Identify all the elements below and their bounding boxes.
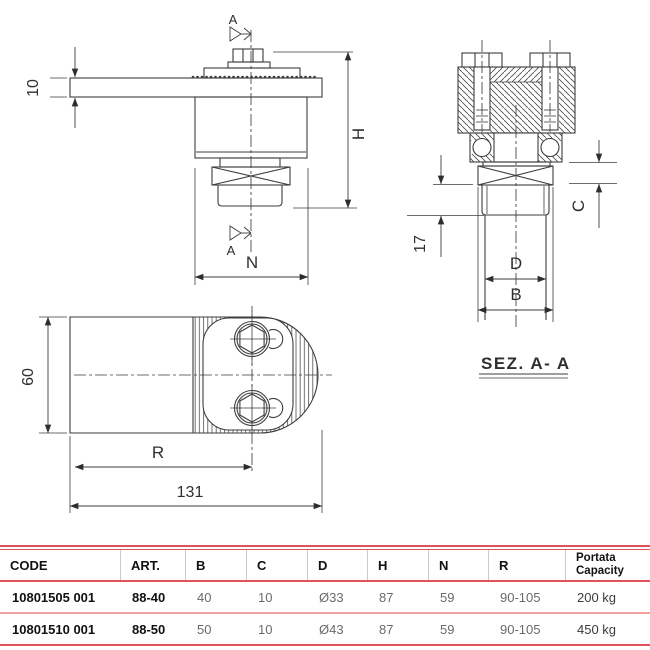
header-b: B (185, 550, 246, 580)
table-rule-bottom (0, 644, 650, 646)
dim-radius-label: R (152, 443, 164, 462)
hex-nut (232, 48, 264, 63)
dim-d: D (484, 254, 547, 283)
dim-height-label: H (349, 128, 368, 140)
neck (219, 157, 281, 168)
dim-width: N (194, 168, 309, 285)
dim-d-label: D (510, 254, 522, 273)
header-code: CODE (10, 557, 48, 573)
cell-b: 50 (197, 621, 212, 637)
dim-total-length-label: 131 (177, 484, 204, 501)
bearing-ball (540, 137, 560, 158)
cell-r: 90-105 (500, 589, 541, 605)
table-rule-header (0, 580, 650, 582)
pin-shaft (484, 215, 547, 320)
bolt-top-view-lower (230, 384, 284, 434)
collar (482, 161, 551, 167)
section-title-label: SEZ. A- A (481, 354, 571, 373)
cell-h: 87 (379, 621, 394, 637)
cell-n: 59 (440, 589, 455, 605)
section-view: 17 C D B SEZ. A- A (407, 40, 617, 379)
section-arrow-top (229, 26, 252, 42)
dim-width-label: N (246, 253, 258, 272)
pivot-pin (217, 185, 283, 207)
cell-code: 10801510 001 (12, 621, 96, 637)
bolt-top-view-upper (230, 315, 284, 365)
dim-radius: R (74, 443, 253, 471)
section-label-bottom: A (227, 243, 236, 258)
washer (227, 61, 271, 69)
bolt-pocket (202, 317, 294, 431)
dim-plate-height-label: 60 (20, 368, 37, 386)
dim-thickness: 10 (25, 47, 79, 128)
top-view: 60 R 131 (20, 306, 332, 513)
dim-c: C (569, 140, 617, 228)
table-rule-row (0, 612, 650, 614)
pivot-body (194, 96, 308, 159)
cell-code: 10801505 001 (12, 589, 96, 605)
cell-h: 87 (379, 589, 394, 605)
cell-n: 59 (440, 621, 455, 637)
dim-b-label: B (510, 285, 521, 304)
drawing-canvas: A A 10 H N (20, 12, 617, 513)
cell-b: 40 (197, 589, 212, 605)
cell-r: 90-105 (500, 621, 541, 637)
table-row-1: 10801505 001 88-40 40 10 Ø33 87 59 90-10… (0, 582, 650, 612)
cell-capacity: 450 kg (577, 621, 617, 637)
dim-b: B (477, 187, 554, 322)
section-label-top: A (229, 12, 238, 27)
header-r: R (488, 550, 565, 580)
table-rule-top-2 (0, 549, 650, 550)
dim-c-label: C (569, 200, 588, 212)
cell-d: Ø43 (319, 621, 344, 637)
cell-c: 10 (258, 589, 273, 605)
side-view: A A 10 H N (25, 12, 368, 285)
cell-d: Ø33 (319, 589, 344, 605)
cell-capacity: 200 kg (577, 589, 617, 605)
header-capacity-line2: Capacity (576, 565, 624, 577)
header-n: N (428, 550, 488, 580)
bearing-ball (472, 137, 492, 158)
header-c: C (246, 550, 307, 580)
section-arrow-bottom (229, 225, 252, 241)
threaded-stub (481, 185, 550, 216)
spec-table: CODE ART. B C D H N R Portata Capacity 1… (0, 545, 650, 646)
header-d: D (307, 550, 367, 580)
cell-art: 88-40 (132, 589, 166, 605)
adjuster-block-section (477, 165, 554, 186)
header-art: ART. (120, 550, 185, 580)
dim-thickness-label: 10 (25, 79, 42, 97)
table-rule-top (0, 545, 650, 547)
header-capacity-line1: Portata (576, 552, 616, 565)
cell-art: 88-50 (132, 621, 166, 637)
header-h: H (367, 550, 428, 580)
section-title: SEZ. A- A (479, 354, 571, 379)
table-header-row: CODE ART. B C D H N R Portata Capacity (0, 550, 650, 580)
dim-height: H (273, 51, 368, 209)
header-capacity: Portata Capacity (565, 550, 650, 580)
cell-c: 10 (258, 621, 273, 637)
hinge-plate (69, 77, 323, 98)
dim-stub: 17 (407, 155, 484, 257)
dim-total-length: 131 (69, 430, 323, 513)
dim-stub-label: 17 (412, 235, 429, 253)
dim-plate-height: 60 (20, 316, 67, 434)
table-row-2: 10801510 001 88-50 50 10 Ø43 87 59 90-10… (0, 614, 650, 644)
plate-outline (69, 316, 319, 434)
